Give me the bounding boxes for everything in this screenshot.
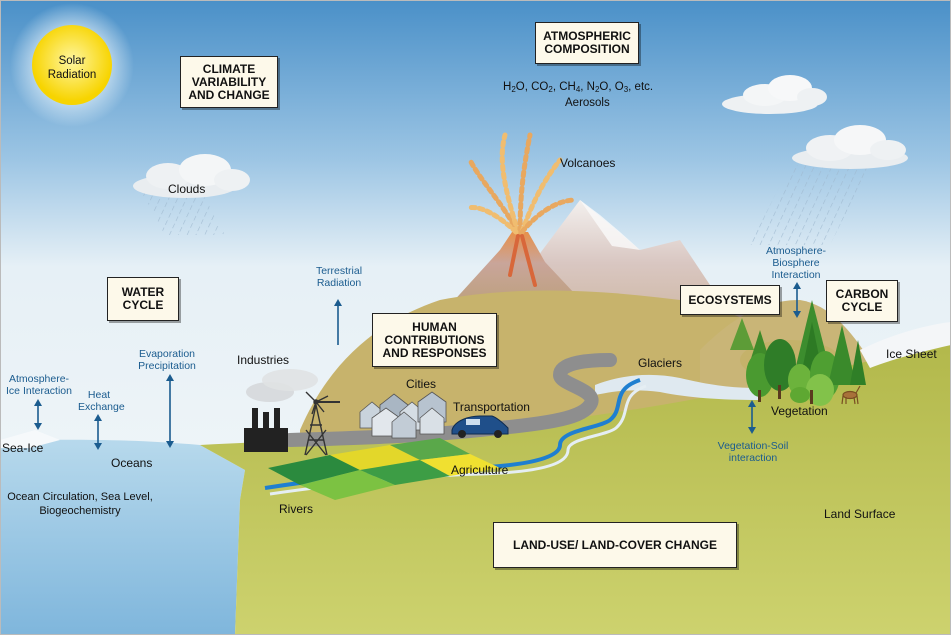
volcano-plume xyxy=(465,132,578,287)
box-land-use-change: LAND-USE/ LAND-COVER CHANGE xyxy=(493,522,737,568)
volcano xyxy=(450,232,590,310)
terrestrial-radiation-arrow xyxy=(334,299,342,345)
land-surface xyxy=(200,340,951,635)
atmosphere-biosphere-arrow xyxy=(793,282,801,318)
label-industries: Industries xyxy=(237,353,290,367)
cloud-right-top-icon xyxy=(722,75,827,114)
label-cities: Cities xyxy=(406,377,437,391)
factory-icon xyxy=(244,369,318,452)
label-terrestrial-radiation: Terrestrial Radiation xyxy=(315,265,363,289)
agriculture-fields xyxy=(268,438,500,500)
label-gases: H2O, CO2, CH4, N2O, O3, etc. xyxy=(503,81,654,94)
label-ice-sheet: Ice Sheet xyxy=(886,347,937,361)
sea-ice xyxy=(0,430,60,448)
heat-exchange-arrow xyxy=(94,414,102,450)
box-ecosystems: ECOSYSTEMS xyxy=(680,285,780,315)
ice-sheet xyxy=(860,322,951,368)
label-solar-radiation: Solar Radiation xyxy=(47,55,97,81)
vegetation-soil-arrow xyxy=(748,400,756,434)
cloud-right-icon xyxy=(750,125,908,245)
car-icon xyxy=(451,415,509,438)
label-transportation: Transportation xyxy=(453,400,530,414)
atmosphere-ice-arrow xyxy=(34,399,42,430)
label-glaciers: Glaciers xyxy=(638,356,683,370)
windmill-icon xyxy=(304,391,340,456)
label-vegetation: Vegetation xyxy=(771,404,828,418)
box-climate-variability: CLIMATE VARIABILITY AND CHANGE xyxy=(180,56,278,108)
label-heat-exchange: Heat Exchange xyxy=(78,389,125,413)
forest-icon xyxy=(730,300,866,406)
label-ocean-circulation: Ocean Circulation, Sea Level, Biogeochem… xyxy=(7,491,153,517)
label-volcanoes: Volcanoes xyxy=(560,156,616,170)
label-clouds: Clouds xyxy=(168,182,206,196)
label-oceans: Oceans xyxy=(111,456,153,470)
cloud-left-icon xyxy=(133,154,250,235)
sun-icon xyxy=(32,25,112,105)
city-houses-icon xyxy=(359,391,447,439)
evaporation-arrow xyxy=(166,374,174,448)
label-evaporation-precipitation: Evaporation Precipitation xyxy=(138,348,196,372)
label-atmosphere-ice: Atmosphere- Ice Interaction xyxy=(6,373,72,397)
deer-icon xyxy=(841,385,861,405)
box-human-contributions: HUMAN CONTRIBUTIONS AND RESPONSES xyxy=(372,313,497,367)
arrows xyxy=(34,282,801,450)
label-land-surface: Land Surface xyxy=(824,507,896,521)
box-water-cycle: WATER CYCLE xyxy=(107,277,179,321)
label-vegetation-soil: Vegetation-Soil interaction xyxy=(717,440,789,464)
label-agriculture: Agriculture xyxy=(451,463,509,477)
label-sea-ice: Sea-Ice xyxy=(2,441,44,455)
label-atmosphere-biosphere: Atmosphere- Biosphere Interaction xyxy=(765,245,827,281)
ocean xyxy=(0,439,245,635)
box-atmospheric-composition: ATMOSPHERIC COMPOSITION xyxy=(535,22,639,64)
label-aerosols: Aerosols xyxy=(565,97,610,109)
label-rivers: Rivers xyxy=(279,502,314,516)
box-carbon-cycle: CARBON CYCLE xyxy=(826,280,898,322)
